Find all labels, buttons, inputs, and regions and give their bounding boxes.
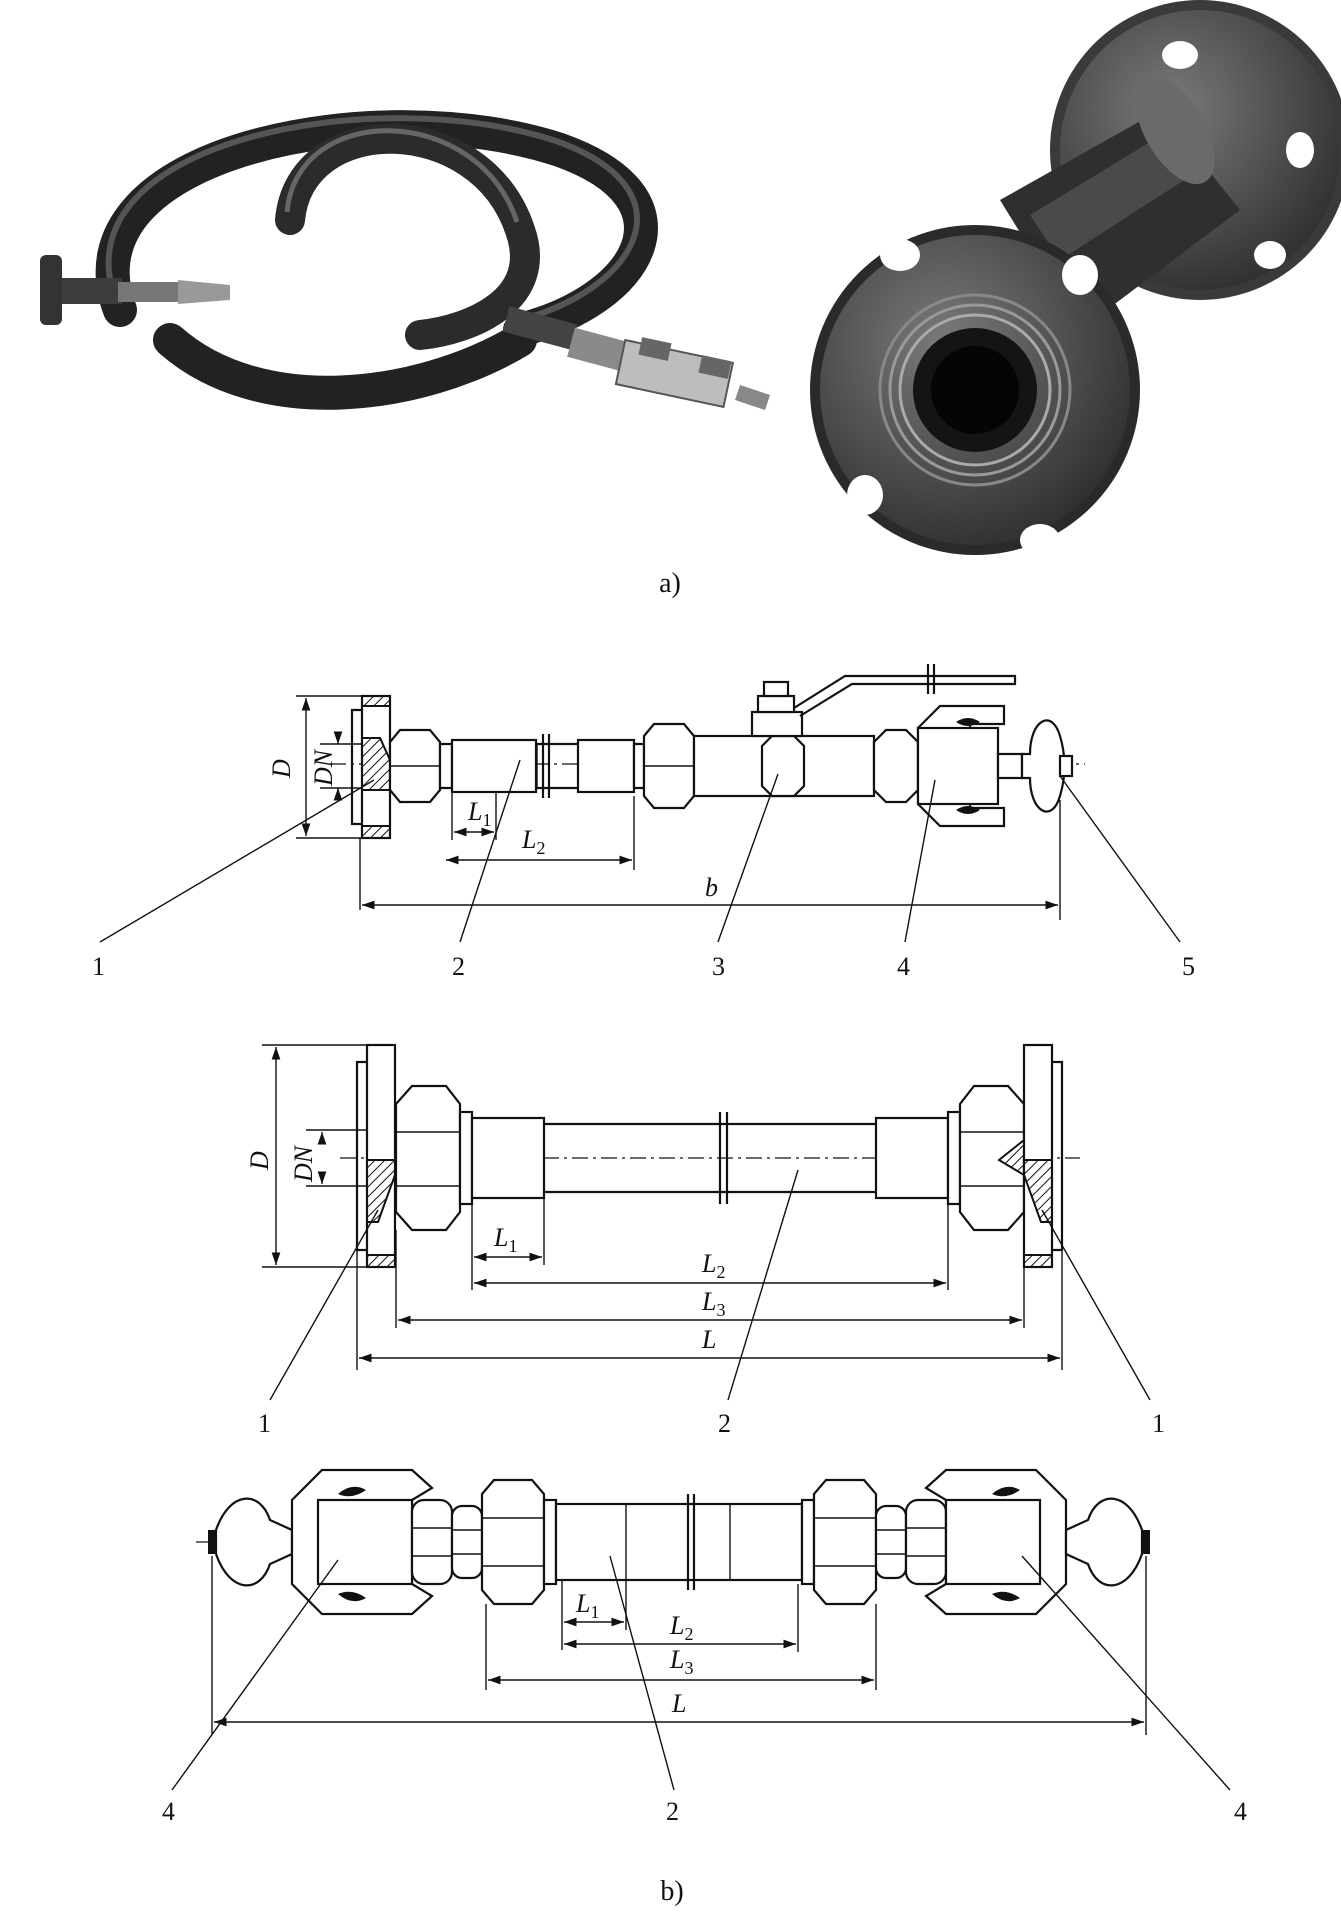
caption-b: b) [660, 1876, 683, 1907]
dim-L-label-2: L [701, 1325, 716, 1354]
dim-b-label: b [705, 873, 718, 902]
dim-L2-label-2: L2 [701, 1249, 725, 1282]
drawing-coupler-hose-coupler [196, 1468, 1150, 1616]
drawing-3-callouts: 4 2 4 [162, 1555, 1247, 1826]
drawing-2-dimensions: D DN L1 L2 L3 L [245, 1044, 1063, 1370]
callout-2: 2 [718, 1409, 731, 1438]
callout-2: 2 [452, 952, 465, 981]
callout-4-right: 4 [1234, 1797, 1247, 1826]
callout-1-left: 1 [258, 1409, 271, 1438]
dim-L2-label: L2 [521, 825, 545, 858]
dim-L3-label-2: L3 [701, 1287, 725, 1320]
drawing-flange-hose-flange [340, 1043, 1080, 1269]
dim-L1-label-2: L1 [493, 1223, 517, 1256]
callout-1: 1 [92, 952, 105, 981]
callout-2-3: 2 [666, 1797, 679, 1826]
drawing-1-callouts: 1 2 3 4 5 [92, 759, 1195, 981]
callout-5: 5 [1182, 952, 1195, 981]
dim-L3-label-3: L3 [669, 1645, 693, 1678]
dim-L-label-3: L [671, 1689, 686, 1718]
callout-4: 4 [897, 952, 910, 981]
dim-DN-label: DN [309, 748, 338, 787]
flanged-pipe-photo [810, 0, 1341, 556]
callout-3: 3 [712, 952, 725, 981]
hose-assembly-photo [40, 110, 770, 410]
drawing-3-dimensions: L1 L2 L3 L [211, 1556, 1147, 1735]
callout-1-right: 1 [1152, 1409, 1165, 1438]
drawing-flange-valve-coupler [330, 664, 1085, 840]
dim-DN-label-2: DN [289, 1144, 318, 1183]
dim-L1-label-3: L1 [575, 1589, 599, 1622]
caption-a: a) [659, 568, 681, 599]
dim-L2-label-3: L2 [669, 1611, 693, 1644]
drawing-1-dimensions: D DN L1 L2 b [267, 695, 1061, 920]
callout-4-left: 4 [162, 1797, 175, 1826]
dim-D-label-2: D [245, 1151, 274, 1171]
dim-L1-label: L1 [467, 797, 491, 830]
drawing-2-callouts: 1 2 1 [258, 1169, 1165, 1438]
dim-D-label: D [267, 759, 296, 779]
